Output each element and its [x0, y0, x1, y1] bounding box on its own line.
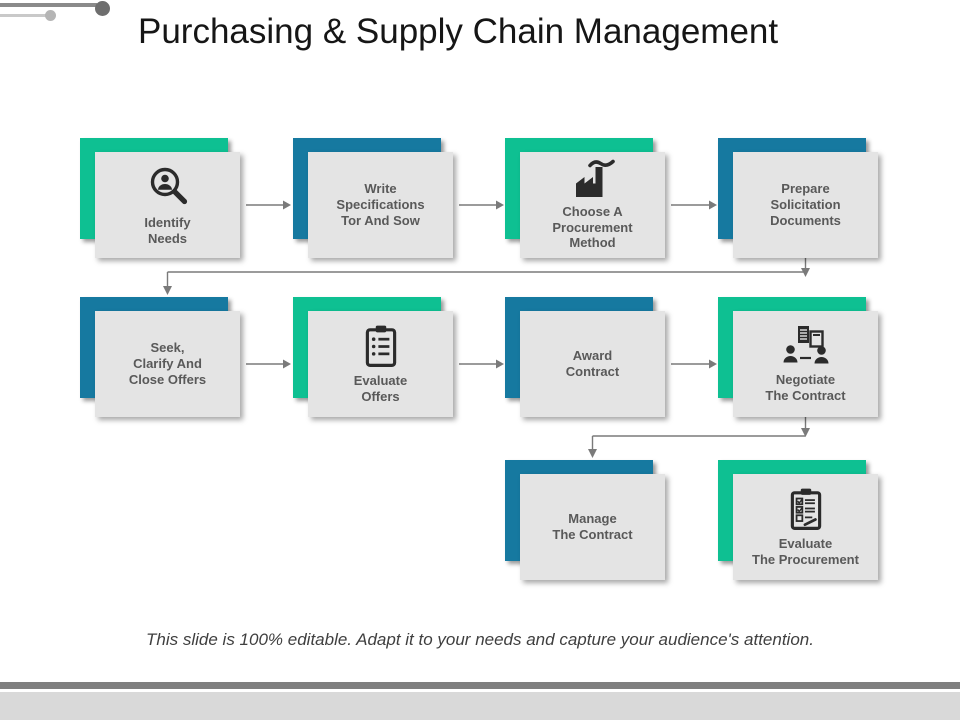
step-label: Manage The Contract [552, 511, 633, 542]
step-evaluate-offers[interactable]: Evaluate Offers [293, 297, 453, 417]
factory-icon [575, 159, 615, 197]
step-card[interactable]: Write Specifications Tor And Sow [308, 152, 453, 258]
step-negotiate-contract[interactable]: Negotiate The Contract [718, 297, 878, 417]
footer-note: This slide is 100% editable. Adapt it to… [146, 630, 814, 649]
step-card[interactable]: Choose A Procurement Method [520, 152, 665, 258]
step-evaluate-procurement[interactable]: Evaluate The Procurement [718, 460, 878, 580]
bottom-bar-light [0, 692, 960, 720]
bottom-bar-dark [0, 682, 960, 689]
step-prepare-solicitation-documents[interactable]: Prepare Solicitation Documents [718, 138, 878, 258]
decor-line-dark [0, 3, 97, 7]
step-card[interactable]: Evaluate The Procurement [733, 474, 878, 580]
step-card[interactable]: Negotiate The Contract [733, 311, 878, 417]
page-title: Purchasing & Supply Chain Management [138, 12, 779, 51]
step-manage-contract[interactable]: Manage The Contract [505, 460, 665, 580]
step-identify-needs[interactable]: Identify Needs [80, 138, 240, 258]
step-label: Seek, Clarify And Close Offers [128, 340, 207, 387]
step-card[interactable]: Identify Needs [95, 152, 240, 258]
step-label: Prepare Solicitation Documents [770, 181, 841, 228]
step-label: Evaluate The Procurement [752, 535, 859, 567]
step-label: Choose A Procurement Method [552, 203, 633, 251]
step-card[interactable]: Evaluate Offers [308, 311, 453, 417]
decor-dot-dark [95, 1, 110, 16]
negotiation-icon [783, 325, 828, 364]
step-label: Negotiate The Contract [765, 371, 846, 403]
step-label: Award Contract [565, 348, 620, 379]
clipboard-list-icon [365, 325, 396, 367]
decor-line-light [0, 14, 46, 17]
step-write-specifications[interactable]: Write Specifications Tor And Sow [293, 138, 453, 258]
decor-dot-light [45, 10, 56, 21]
step-label: Identify Needs [144, 214, 191, 246]
step-card[interactable]: Seek, Clarify And Close Offers [95, 311, 240, 417]
step-seek-clarify-close-offers[interactable]: Seek, Clarify And Close Offers [80, 297, 240, 417]
step-award-contract[interactable]: Award Contract [505, 297, 665, 417]
step-card[interactable]: Prepare Solicitation Documents [733, 152, 878, 258]
step-card[interactable]: Manage The Contract [520, 474, 665, 580]
step-choose-procurement-method[interactable]: Choose A Procurement Method [505, 138, 665, 258]
clipboard-check-icon [790, 488, 821, 530]
step-label: Evaluate Offers [353, 372, 408, 404]
step-label: Write Specifications Tor And Sow [336, 181, 425, 228]
step-card[interactable]: Award Contract [520, 311, 665, 417]
search-person-icon [150, 167, 187, 204]
